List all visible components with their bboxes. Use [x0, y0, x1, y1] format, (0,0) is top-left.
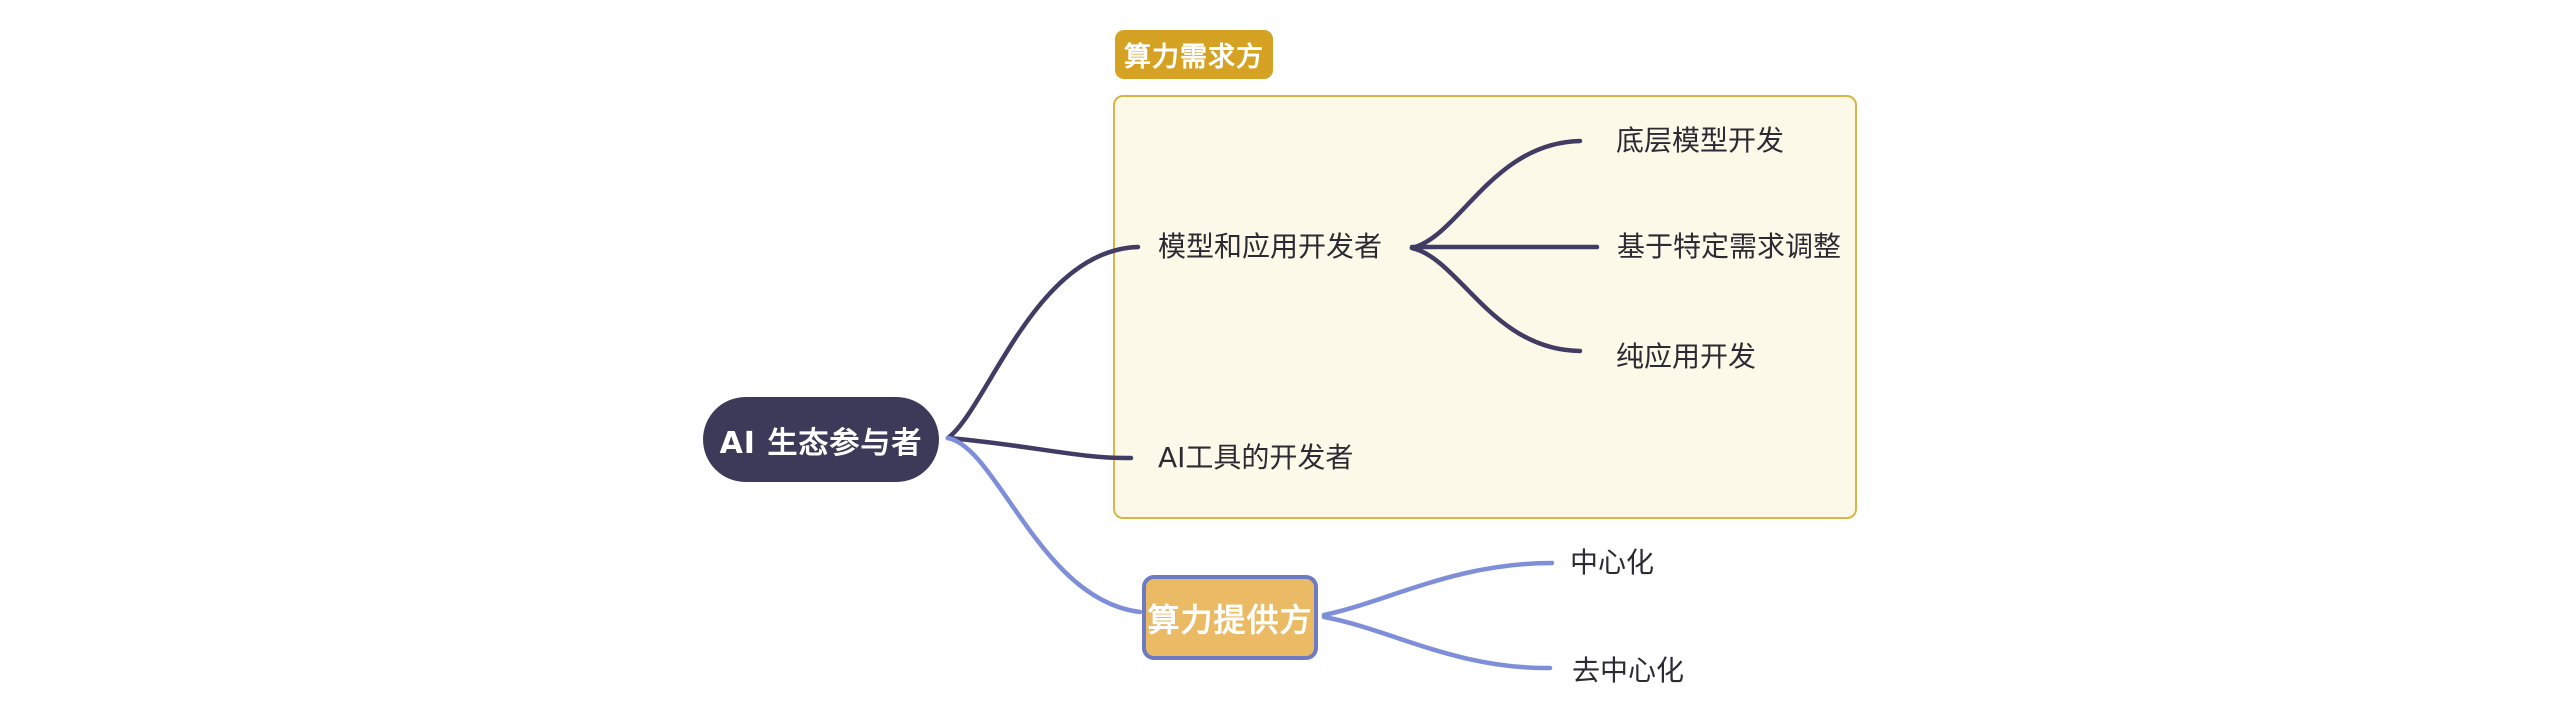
root-node[interactable]: AI 生态参与者	[703, 397, 939, 482]
node-compute-provider[interactable]: 算力提供方	[1142, 575, 1318, 660]
node-base-model-dev[interactable]: 底层模型开发	[1616, 124, 1785, 157]
edge-root-to-ai-tool-dev	[945, 435, 1134, 461]
node-custom-tuning[interactable]: 基于特定需求调整	[1617, 230, 1842, 263]
demand-group-badge[interactable]: 算力需求方	[1115, 30, 1273, 79]
node-ai-tool-developer[interactable]: AI工具的开发者	[1158, 441, 1354, 474]
node-model-app-developer[interactable]: 模型和应用开发者	[1158, 230, 1383, 263]
edge-root-to-compute-provider	[945, 435, 1143, 615]
edge-provider-to-decentralized	[1321, 614, 1553, 671]
node-centralized[interactable]: 中心化	[1570, 546, 1655, 579]
edge-provider-to-centralized	[1321, 560, 1555, 618]
node-pure-app-dev[interactable]: 纯应用开发	[1616, 340, 1757, 373]
edge-root-to-model-app-dev	[945, 244, 1141, 441]
node-decentralized[interactable]: 去中心化	[1572, 654, 1685, 687]
